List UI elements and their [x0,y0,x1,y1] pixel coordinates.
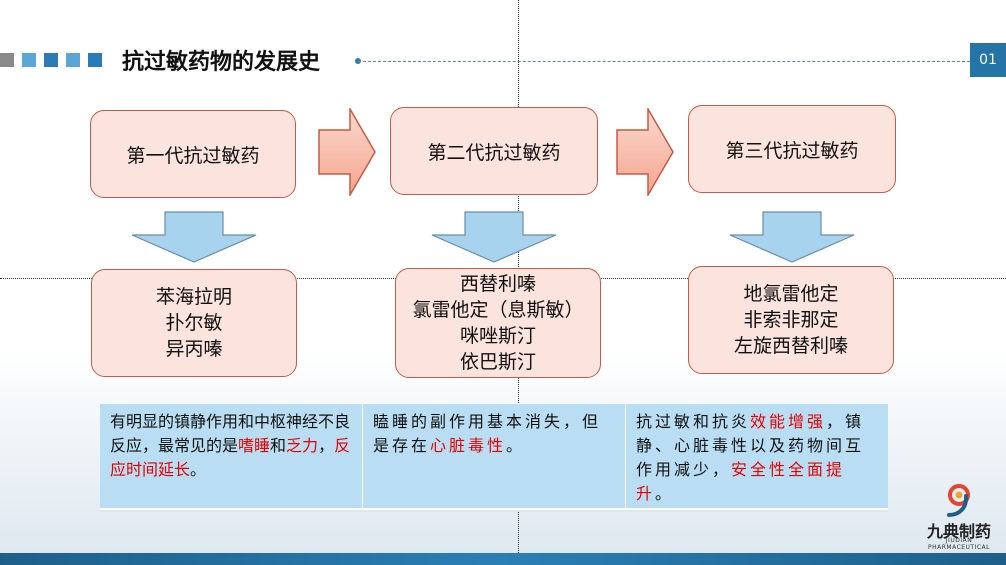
drug-name: 氯雷他定（息斯敏） [412,299,584,321]
logo-mark-icon [947,484,970,517]
logo-subtitle: JIUDIAN PHARMACEUTICAL [927,537,991,551]
desc-text: ， [318,436,335,455]
page-number-badge: 01 [970,43,1006,77]
desc-text: 有明显的镇静作用和中枢神经不良反应，最常见的是 [110,412,351,455]
desc-text: 和 [270,436,287,455]
desc-text: 。 [506,436,526,455]
gen3-label: 第三代抗过敏药 [725,139,859,162]
drug-name: 地氯雷他定 [743,283,839,305]
drug-name: 异丙嗪 [165,338,223,360]
down-arrow-icon [131,211,257,263]
drug-name: 依巴斯汀 [459,351,536,373]
header-square-4 [66,53,80,67]
desc-highlight: 反应时间延长 [110,436,351,479]
company-logo: 九典制药 JIUDIAN PHARMACEUTICAL [915,484,1003,551]
drug-name: 苯海拉明 [155,286,232,308]
page-title: 抗过敏药物的发展史 [122,49,321,75]
header-square-3 [44,53,58,67]
gen2-box: 第二代抗过敏药 [390,107,598,195]
desc-text: 抗过敏和抗炎 [636,412,751,431]
gen3-description: 抗过敏和抗炎效能增强，镇静、心脏毒性以及药物间互作用减少，安全性全面提升。 [625,404,888,508]
down-arrow-icon [431,211,557,263]
desc-highlight: 嗜睡 [238,436,271,455]
desc-highlight: 心脏毒性 [430,436,507,455]
logo-name: 九典制药 [926,522,991,541]
header-square-5 [88,53,102,67]
gen1-label: 第一代抗过敏药 [126,144,260,167]
gen3-drug-box: 地氯雷他定 非索非那定 左旋西替利嗪 [688,266,894,374]
header-square-1 [0,53,14,67]
gen1-description: 有明显的镇静作用和中枢神经不良反应，最常见的是嗜睡和乏力，反应时间延长。 [100,404,362,508]
gen1-drug-box: 苯海拉明 扑尔敏 异丙嗪 [91,269,297,377]
gen2-description: 瞌睡的副作用基本消失，但是存在心脏毒性。 [362,404,625,508]
right-arrow-icon [616,108,674,196]
title-rule [358,61,970,62]
desc-text: 。 [190,460,207,479]
drug-name: 咪唑斯汀 [459,325,536,347]
footer-bar [0,553,1006,565]
drug-name: 西替利嗪 [459,273,536,295]
desc-text: ，镇静、心脏毒性以及药物间互作用减少， [636,412,865,479]
desc-highlight: 乏力 [286,436,319,455]
description-table: 有明显的镇静作用和中枢神经不良反应，最常见的是嗜睡和乏力，反应时间延长。 瞌睡的… [100,404,888,510]
desc-highlight: 安全性全面提升 [636,460,846,503]
drug-name: 非索非那定 [743,309,839,331]
desc-text: 。 [655,484,675,503]
gen2-label: 第二代抗过敏药 [427,141,561,164]
desc-text: 瞌睡的副作用基本消失，但是存在 [373,412,602,455]
down-arrow-icon [729,211,855,263]
drug-name: 左旋西替利嗪 [733,335,848,357]
right-arrow-icon [318,108,376,196]
header-square-2 [22,53,36,67]
gen3-box: 第三代抗过敏药 [688,105,896,193]
gen2-drug-box: 西替利嗪 氯雷他定（息斯敏） 咪唑斯汀 依巴斯汀 [395,268,601,378]
gen1-box: 第一代抗过敏药 [90,110,296,198]
desc-highlight: 效能增强 [750,412,827,431]
drug-name: 扑尔敏 [165,312,223,334]
